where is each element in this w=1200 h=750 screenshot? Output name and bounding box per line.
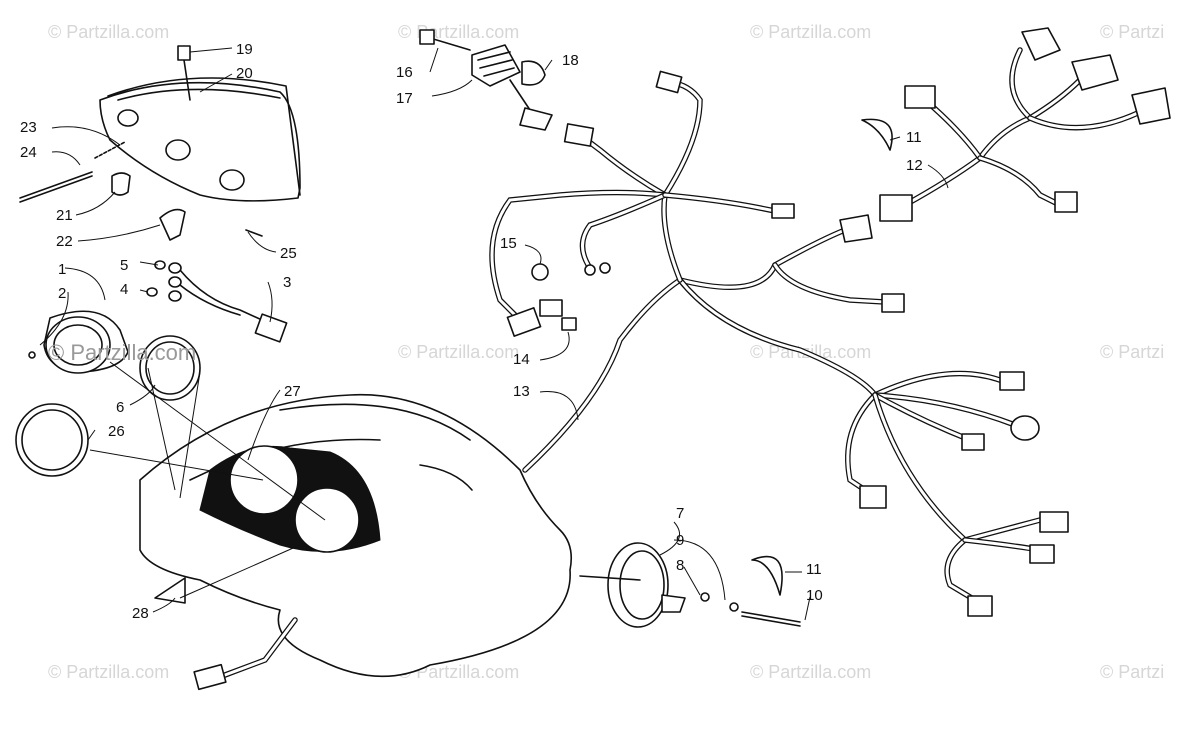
main-wire-harness [489, 79, 1043, 603]
harness-connectors [506, 70, 1069, 617]
headlight-assembly [19, 45, 301, 241]
callout-24: 24 [20, 144, 37, 161]
callout-20: 20 [236, 65, 253, 82]
callout-18: 18 [562, 52, 579, 69]
callout-9: 9 [676, 532, 684, 549]
watermark: © Partzilla.com [750, 662, 872, 682]
callout-15: 15 [500, 235, 517, 252]
watermark: © Partzilla.com [48, 22, 170, 42]
callout-10: 10 [806, 587, 823, 604]
callout-28: 28 [132, 605, 149, 622]
callout-16: 16 [396, 64, 413, 81]
callout-11: 11 [906, 129, 922, 146]
callout-8: 8 [676, 557, 684, 574]
callout-22: 22 [56, 233, 73, 250]
watermark: © Partzilla.com [750, 22, 872, 42]
callout-11: 11 [806, 561, 822, 578]
callout-27: 27 [284, 383, 301, 400]
callout-2: 2 [58, 285, 66, 302]
callout-3: 3 [283, 274, 291, 291]
gauge-wire-connector [146, 260, 288, 343]
callout-25: 25 [280, 245, 297, 262]
watermark: © Partzi [1100, 342, 1165, 362]
callout-12: 12 [906, 157, 923, 174]
watermark: © Partzi [1100, 662, 1165, 682]
callout-26: 26 [108, 423, 125, 440]
watermark: © Partzilla.com [398, 342, 520, 362]
leader-lines [39, 47, 949, 621]
retainer-ring [861, 118, 893, 151]
callout-13: 13 [513, 383, 530, 400]
callout-7: 7 [676, 505, 684, 522]
callout-4: 4 [120, 281, 128, 298]
callout-labels: 1 2 3 4 5 6 7 8 9 10 11 11 12 13 14 15 1… [20, 41, 923, 622]
hood-body [139, 393, 573, 678]
callout-23: 23 [20, 119, 37, 136]
regulator-assembly [419, 29, 553, 131]
watermark: © Partzilla.com [48, 662, 170, 682]
callout-1: 1 [58, 261, 66, 278]
callout-17: 17 [396, 90, 413, 107]
speedometer-assembly [579, 542, 801, 628]
watermark: © Partzi [1100, 22, 1165, 42]
watermark: © Partzilla.com [398, 662, 520, 682]
callout-5: 5 [120, 257, 128, 274]
watermark-center: © Partzilla.com [48, 340, 197, 365]
gauge-assembly [15, 310, 201, 477]
callout-14: 14 [513, 351, 530, 368]
sub-wire-harness [879, 27, 1171, 222]
callout-21: 21 [56, 207, 73, 224]
callout-6: 6 [116, 399, 124, 416]
callout-19: 19 [236, 41, 253, 58]
